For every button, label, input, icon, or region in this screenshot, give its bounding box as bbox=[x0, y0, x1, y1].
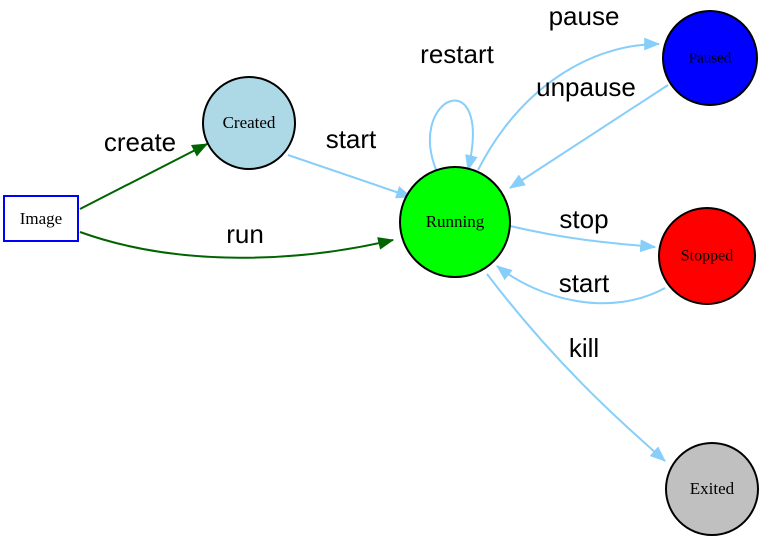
edge-unpause[interactable] bbox=[508, 84, 669, 189]
node-stopped[interactable]: Stopped bbox=[658, 207, 756, 305]
stopped-node-shape[interactable] bbox=[658, 207, 756, 305]
edge-run[interactable] bbox=[79, 231, 395, 259]
edge-pause[interactable] bbox=[477, 37, 661, 171]
exited-node-label: Exited bbox=[690, 479, 735, 498]
node-created[interactable]: Created bbox=[202, 76, 296, 170]
image-node-label: Image bbox=[20, 209, 62, 228]
node-exited[interactable]: Exited bbox=[665, 442, 759, 536]
edge-start-stopped[interactable] bbox=[496, 265, 666, 305]
edge-start-created[interactable] bbox=[287, 154, 413, 199]
paused-node-shape[interactable] bbox=[662, 10, 758, 106]
node-image[interactable]: Image bbox=[3, 195, 79, 242]
running-node-label: Running bbox=[426, 212, 485, 231]
edge-label-run: run bbox=[226, 219, 264, 249]
edge-label-stop: stop bbox=[559, 204, 608, 234]
edge-label-kill: kill bbox=[569, 333, 599, 363]
node-paused[interactable]: Paused bbox=[662, 10, 758, 106]
edge-label-create: create bbox=[104, 127, 176, 157]
edges-layer bbox=[79, 37, 669, 462]
edge-label-pause: pause bbox=[549, 1, 620, 31]
edge-stop[interactable] bbox=[509, 225, 657, 253]
stopped-node-label: Stopped bbox=[681, 248, 733, 265]
edge-label-unpause: unpause bbox=[536, 72, 636, 102]
edge-restart[interactable] bbox=[428, 99, 478, 173]
edge-label-start-stopped: start bbox=[559, 268, 610, 298]
running-node-shape[interactable] bbox=[399, 166, 511, 278]
created-node-shape[interactable] bbox=[202, 76, 296, 170]
edge-label-start-created: start bbox=[326, 124, 377, 154]
edge-labels-layer: create run start restart pause unpause s… bbox=[104, 1, 636, 363]
created-node-label: Created bbox=[223, 113, 276, 132]
node-running[interactable]: Running bbox=[399, 166, 511, 278]
image-node-shape[interactable] bbox=[3, 195, 79, 242]
edge-create[interactable] bbox=[79, 143, 209, 210]
edge-label-restart: restart bbox=[420, 39, 494, 69]
nodes-layer: Image Created Running Paused Stopped Exi bbox=[3, 10, 759, 536]
edge-kill[interactable] bbox=[486, 273, 666, 462]
exited-node-shape[interactable] bbox=[665, 442, 759, 536]
paused-node-label: Paused bbox=[689, 50, 732, 66]
